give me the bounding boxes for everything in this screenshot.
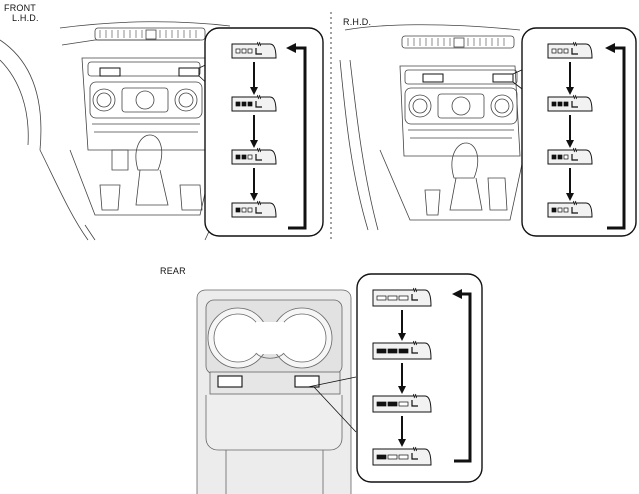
heater-indicator-bar: [241, 101, 247, 107]
rear-label: REAR: [160, 266, 186, 276]
heater-switch-level-3: [372, 340, 432, 360]
heater-indicator-bar: [551, 207, 557, 213]
heater-indicator-bar: [557, 154, 563, 160]
front-lhd-return-arrow-icon: [286, 43, 307, 230]
heater-indicator-bar: [247, 207, 253, 213]
front-lhd-dashboard: [0, 21, 231, 241]
heater-switch-level-3: [231, 94, 277, 112]
front-rhd-dashboard: [339, 24, 526, 231]
heater-indicator-bar: [557, 207, 563, 213]
seat-heater-icon: [571, 94, 578, 108]
seat-heater-icon: [411, 446, 418, 460]
heater-indicator-bar: [376, 348, 387, 354]
heater-indicator-bar: [376, 454, 387, 460]
seat-heater-icon: [411, 287, 418, 301]
heater-switch-level-1: [231, 200, 277, 218]
heater-indicator-bar: [241, 48, 247, 54]
heater-switch-level-3: [547, 94, 593, 112]
rear-console: [196, 289, 352, 494]
heater-switch-level-2: [372, 393, 432, 413]
heater-indicator-bar: [563, 207, 569, 213]
heater-indicator-bar: [376, 295, 387, 301]
heater-indicator-bar: [551, 101, 557, 107]
heater-indicator-bar: [241, 207, 247, 213]
rear-leaders: [307, 376, 357, 433]
heater-switch-level-0: [231, 41, 277, 59]
heater-indicator-bar: [551, 154, 557, 160]
heater-switch-level-0: [547, 41, 593, 59]
heater-indicator-bar: [387, 454, 398, 460]
front-rhd-callout: [521, 27, 637, 237]
front-rhd-return-arrow-icon: [605, 43, 626, 230]
heater-indicator-bar: [241, 154, 247, 160]
front-lhd-callout: [204, 27, 324, 237]
heater-indicator-bar: [563, 154, 569, 160]
lhd-label: L.H.D.: [12, 13, 39, 23]
heater-indicator-bar: [387, 348, 398, 354]
heater-indicator-bar: [398, 295, 409, 301]
seat-heater-icon: [255, 147, 262, 161]
heater-indicator-bar: [235, 207, 241, 213]
heater-indicator-bar: [387, 295, 398, 301]
heater-switch-level-2: [231, 147, 277, 165]
rear-return-arrow-icon: [452, 289, 472, 463]
heater-indicator-bar: [235, 101, 241, 107]
heater-indicator-bar: [235, 154, 241, 160]
heater-indicator-bar: [557, 101, 563, 107]
heater-indicator-bar: [398, 454, 409, 460]
seat-heater-icon: [571, 41, 578, 55]
seat-heater-icon: [571, 200, 578, 214]
heater-indicator-bar: [551, 48, 557, 54]
heater-indicator-bar: [398, 401, 409, 407]
seat-heater-icon: [255, 200, 262, 214]
heater-switch-level-1: [547, 200, 593, 218]
rear-callout: [356, 273, 483, 483]
seat-heater-icon: [255, 41, 262, 55]
seat-heater-icon: [571, 147, 578, 161]
heater-indicator-bar: [557, 48, 563, 54]
heater-indicator-bar: [563, 48, 569, 54]
heater-indicator-bar: [235, 48, 241, 54]
heater-switch-level-1: [372, 446, 432, 466]
heater-switch-level-2: [547, 147, 593, 165]
rhd-label: R.H.D.: [343, 17, 372, 27]
heater-indicator-bar: [563, 101, 569, 107]
heater-indicator-bar: [247, 101, 253, 107]
front-label: FRONT: [4, 3, 36, 13]
seat-heater-icon: [411, 340, 418, 354]
heater-indicator-bar: [247, 154, 253, 160]
heater-indicator-bar: [387, 401, 398, 407]
seat-heater-icon: [255, 94, 262, 108]
seat-heater-icon: [411, 393, 418, 407]
heater-indicator-bar: [398, 348, 409, 354]
heater-indicator-bar: [247, 48, 253, 54]
heater-switch-level-0: [372, 287, 432, 307]
heater-indicator-bar: [376, 401, 387, 407]
